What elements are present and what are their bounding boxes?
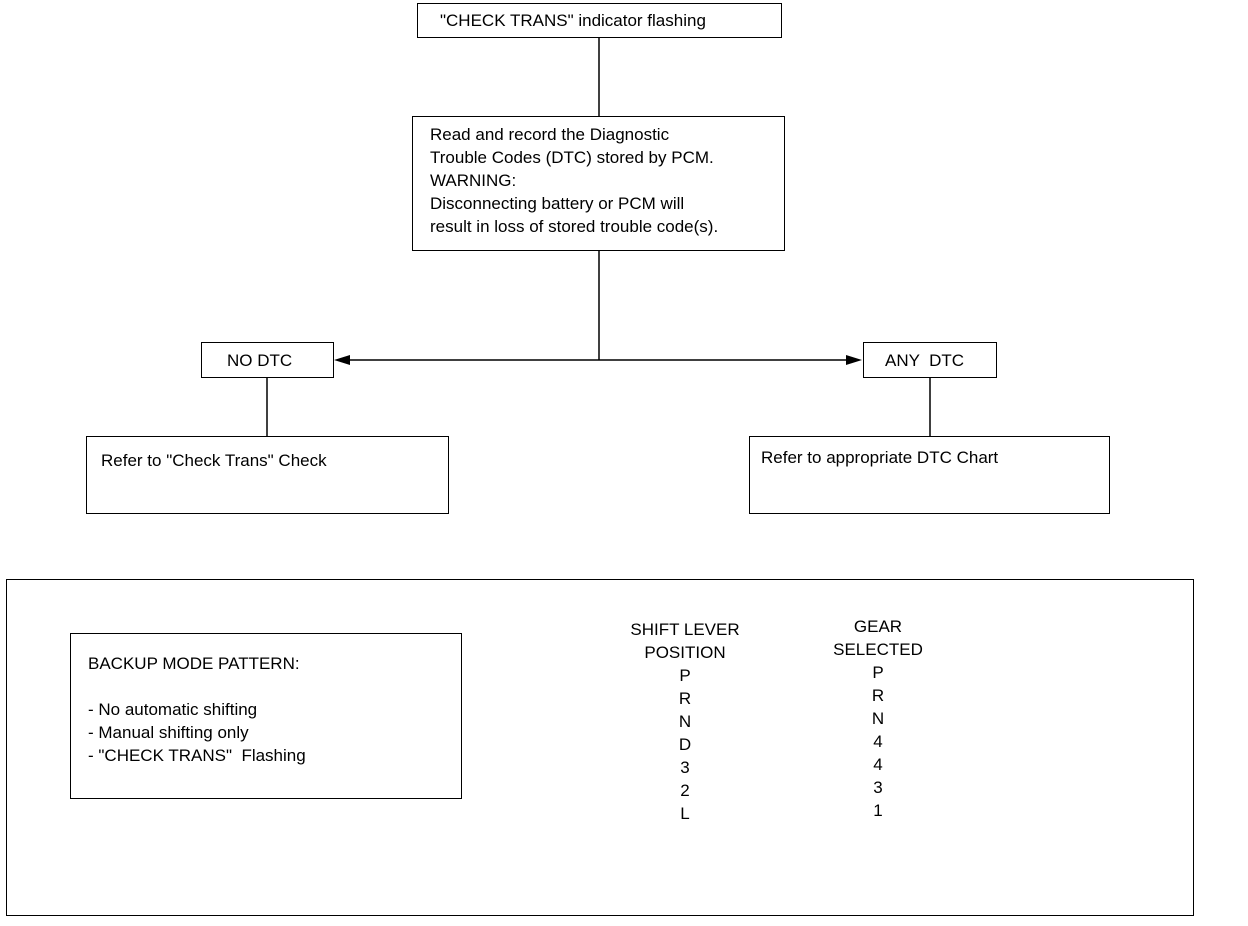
start-label: "CHECK TRANS" indicator flashing: [440, 11, 706, 30]
read-record-line: Trouble Codes (DTC) stored by PCM.: [430, 148, 714, 167]
backup-mode-item: - Manual shifting only: [88, 723, 249, 742]
backup-mode-list: - No automatic shifting - Manual shiftin…: [88, 698, 306, 767]
read-record-line: Read and record the Diagnostic: [430, 125, 670, 144]
warning-line: result in loss of stored trouble code(s)…: [430, 217, 719, 236]
shift-position: P: [679, 666, 691, 685]
gear-value: N: [871, 709, 885, 728]
shift-position: 3: [680, 758, 690, 777]
shift-position: N: [678, 712, 692, 731]
warning-line: Disconnecting battery or PCM will: [430, 194, 685, 213]
warning-label: WARNING:: [430, 171, 517, 190]
gear-header: SELECTED: [833, 640, 923, 659]
no-dtc-label: NO DTC: [227, 351, 293, 370]
shift-position: R: [678, 689, 692, 708]
arrow-left-icon: [334, 355, 350, 365]
start-box: "CHECK TRANS" indicator flashing: [417, 3, 782, 38]
shift-lever-header: SHIFT LEVER: [630, 620, 740, 639]
gear-value: 4: [873, 732, 883, 751]
read-record-text: Read and record the Diagnostic Trouble C…: [430, 123, 718, 238]
shift-lever-column: SHIFT LEVER POSITION P R N D 3 2 L: [605, 618, 765, 825]
gear-value: R: [871, 686, 885, 705]
shift-position: 2: [680, 781, 690, 800]
gear-value: P: [872, 663, 884, 682]
any-dtc-box: ANY DTC: [863, 342, 997, 378]
backup-mode-box: BACKUP MODE PATTERN: - No automatic shif…: [70, 633, 462, 799]
any-dtc-action-box: Refer to appropriate DTC Chart: [749, 436, 1110, 514]
any-dtc-label: ANY DTC: [885, 351, 965, 370]
backup-mode-title: BACKUP MODE PATTERN:: [88, 654, 300, 673]
arrow-right-icon: [846, 355, 862, 365]
backup-mode-item: - No automatic shifting: [88, 700, 258, 719]
shift-position: D: [678, 735, 692, 754]
backup-mode-item: - "CHECK TRANS" Flashing: [88, 746, 306, 765]
no-dtc-action-box: Refer to "Check Trans" Check: [86, 436, 449, 514]
read-record-box: Read and record the Diagnostic Trouble C…: [412, 116, 785, 251]
no-dtc-box: NO DTC: [201, 342, 334, 378]
gear-value: 3: [873, 778, 883, 797]
no-dtc-action-label: Refer to "Check Trans" Check: [101, 451, 327, 470]
gear-value: 1: [873, 801, 883, 820]
gear-value: 4: [873, 755, 883, 774]
gear-header: GEAR: [853, 617, 903, 636]
any-dtc-action-label: Refer to appropriate DTC Chart: [761, 448, 999, 467]
gear-selected-column: GEAR SELECTED P R N 4 4 3 1: [800, 615, 956, 822]
shift-position: L: [680, 804, 690, 823]
shift-lever-header: POSITION: [644, 643, 726, 662]
